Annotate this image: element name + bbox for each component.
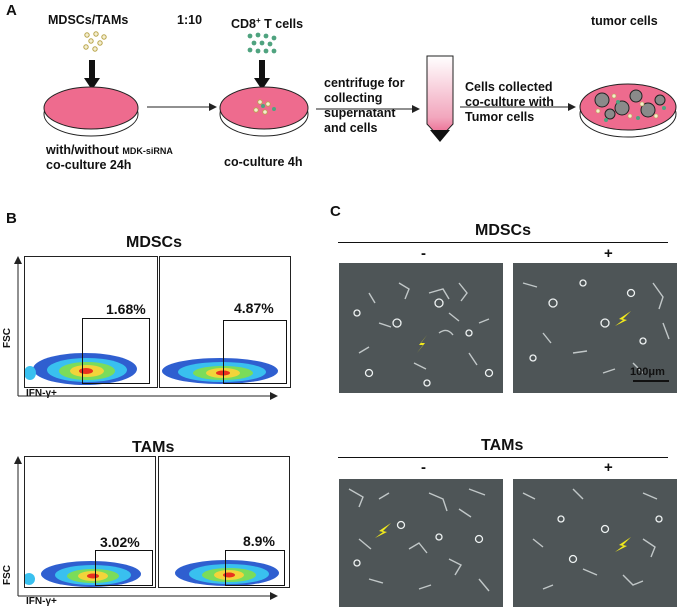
ratio-label: 1:10 — [177, 13, 203, 27]
micro-mdsc-title: MDSCs — [475, 222, 532, 239]
culture-dish-icon — [219, 86, 309, 137]
minus-label: - — [421, 245, 426, 262]
pct-tam-minus: 3.02% — [100, 534, 140, 550]
flow-axes-top — [14, 256, 278, 400]
mdsc-dots-icon — [83, 31, 107, 52]
micrograph-mdsc-minus — [339, 263, 503, 393]
divider — [338, 457, 668, 458]
pct-mdsc-minus: 1.68% — [106, 301, 146, 317]
collect-line-3: Tumor cells — [465, 110, 535, 124]
flow-plot-mdsc-minus — [24, 256, 158, 388]
micrograph-mdsc-plus — [513, 263, 677, 393]
gate-box — [225, 550, 285, 586]
culture-dish-icon — [43, 86, 139, 137]
dish1-caption: with/without MDK-siRNA — [46, 143, 173, 157]
x-axis-label: IFN-γ+ — [26, 596, 57, 607]
flow-plot-tam-plus — [158, 456, 290, 588]
tumor-cells-label: tumor cells — [591, 14, 658, 28]
centrifuge-line-4: and cells — [324, 121, 378, 135]
cd8-dots-icon — [247, 32, 277, 54]
centrifuge-tube-icon — [426, 55, 454, 142]
collect-line-2: co-culture with — [465, 95, 554, 109]
flow-axes-bottom — [14, 456, 278, 600]
minus-label: - — [421, 459, 426, 476]
divider — [338, 242, 668, 243]
flow-tam-title: TAMs — [132, 439, 175, 456]
down-arrow-icon — [84, 60, 100, 90]
centrifuge-line-1: centrifuge for — [324, 76, 405, 90]
pct-mdsc-plus: 4.87% — [234, 300, 274, 316]
scale-bar-label: 100μm — [630, 366, 665, 378]
panel-letter-b: B — [6, 210, 17, 227]
pct-tam-plus: 8.9% — [243, 533, 275, 549]
gate-box — [223, 320, 287, 384]
collect-line-1: Cells collected — [465, 80, 553, 94]
micrograph-tam-plus — [513, 479, 677, 607]
plus-label: + — [604, 459, 613, 476]
flow-plot-tam-minus — [24, 456, 156, 588]
y-axis-label: FSC — [2, 328, 13, 348]
down-arrow-icon — [254, 60, 270, 90]
gate-box — [82, 318, 150, 384]
gate-box — [95, 550, 153, 586]
right-arrow-icon — [316, 105, 420, 113]
right-arrow-icon — [147, 103, 217, 111]
panel-letter-a: A — [6, 2, 17, 19]
cd8-label: CD8+ T cells — [231, 16, 304, 32]
dish1-caption-line2: co-culture 24h — [46, 158, 132, 172]
flow-mdsc-title: MDSCs — [126, 234, 183, 251]
plus-label: + — [604, 245, 613, 262]
centrifuge-line-2: collecting — [324, 91, 383, 105]
y-axis-label: FSC — [2, 565, 13, 585]
micrograph-tam-minus — [339, 479, 503, 607]
flow-plot-mdsc-plus — [159, 256, 291, 388]
panel-letter-c: C — [330, 203, 341, 220]
mdsc-tam-label: MDSCs/TAMs — [48, 13, 129, 27]
right-arrow-icon — [460, 103, 576, 111]
tumor-dish-icon — [579, 83, 677, 138]
x-axis-label: IFN-γ+ — [26, 388, 57, 399]
micro-tam-title: TAMs — [481, 437, 524, 454]
dish2-caption: co-culture 4h — [224, 155, 303, 169]
